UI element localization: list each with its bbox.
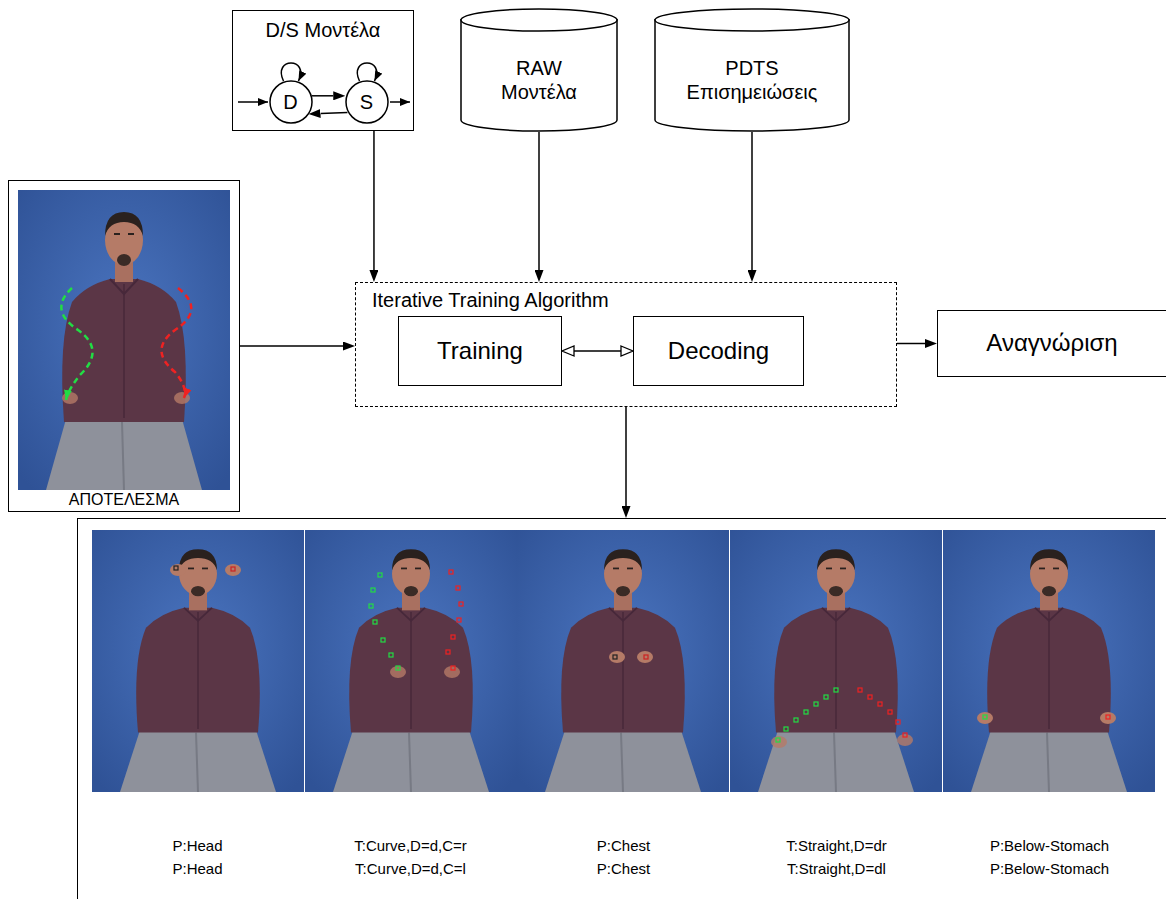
connector-arrow [574, 350, 621, 352]
connector-arrow [897, 343, 925, 345]
left-hand-trajectory [61, 288, 92, 400]
process-label: Training [437, 337, 523, 366]
database-cylinder: PDTS Επισημειώσεις [654, 8, 850, 132]
frame-caption: ΑΠΟΤΕΛΕΣΜΑ [69, 490, 179, 509]
hands [170, 564, 1116, 748]
caption-grid: P:HeadT:Curve,D=d,C=rP:ChestT:Straight,D… [91, 837, 1156, 883]
tracking-points [174, 566, 1110, 742]
segment-caption: T:Straight,D=dr [730, 837, 943, 860]
signer-photo [305, 530, 517, 792]
database-cylinder: RAW Μοντέλα [460, 8, 618, 132]
state-label: S [360, 90, 373, 114]
result-image [18, 190, 230, 490]
algorithm-group: Iterative Training AlgorithmTraining Deco… [355, 282, 897, 407]
state-circle: D [269, 80, 313, 124]
box-title: D/S Μοντέλα [266, 18, 381, 42]
database-label: RAW Μοντέλα [484, 56, 594, 104]
right-hand-trajectory [162, 288, 192, 398]
signer-photo [943, 530, 1155, 792]
segment-caption: P:Head [91, 837, 304, 860]
result-frame: ΑΠΟΤΕΛΕΣΜΑ [8, 180, 240, 512]
segment-caption: P:Head [91, 860, 304, 883]
connector-arrow [373, 131, 375, 270]
segment-images [92, 530, 1155, 792]
process-label: Decoding [668, 337, 769, 366]
connector-arrow [751, 132, 753, 270]
segment-caption: P:Chest [517, 860, 730, 883]
self-loop [281, 63, 300, 81]
state-label: D [283, 90, 297, 114]
entry-arrow [238, 101, 268, 103]
segment-caption: T:Curve,D=d,C=r [304, 837, 517, 860]
group-title: Iterative Training Algorithm [372, 288, 880, 312]
process-box: Decoding [633, 316, 804, 386]
segment-caption: T:Straight,D=dl [730, 860, 943, 883]
segment-caption: P:Below-Stomach [943, 837, 1156, 860]
state-circle: S [345, 80, 389, 124]
segment-caption: P:Chest [517, 837, 730, 860]
segment-caption: T:Curve,D=d,C=l [304, 860, 517, 883]
signer-photo [730, 530, 942, 792]
signer-photo [517, 530, 729, 792]
segment-caption: P:Below-Stomach [943, 860, 1156, 883]
connector-arrow [240, 345, 343, 347]
connector-arrow [312, 95, 334, 97]
exit-arrow [390, 101, 410, 103]
connector-arrow [625, 407, 627, 506]
connector-arrow [538, 132, 540, 270]
segmentation-panel: P:HeadT:Curve,D=d,C=rP:ChestT:Straight,D… [77, 518, 1166, 899]
output-label: Αναγνώριση [986, 329, 1117, 358]
self-loop [357, 63, 376, 81]
model-box: D/S ΜοντέλαD S [232, 10, 414, 131]
output-box: Αναγνώριση [937, 310, 1166, 377]
connector-arrow [321, 113, 348, 114]
database-label: PDTS Επισημειώσεις [672, 56, 832, 104]
signer-photo [18, 190, 230, 490]
signer-photo [92, 530, 304, 792]
process-box: Training [398, 316, 562, 386]
